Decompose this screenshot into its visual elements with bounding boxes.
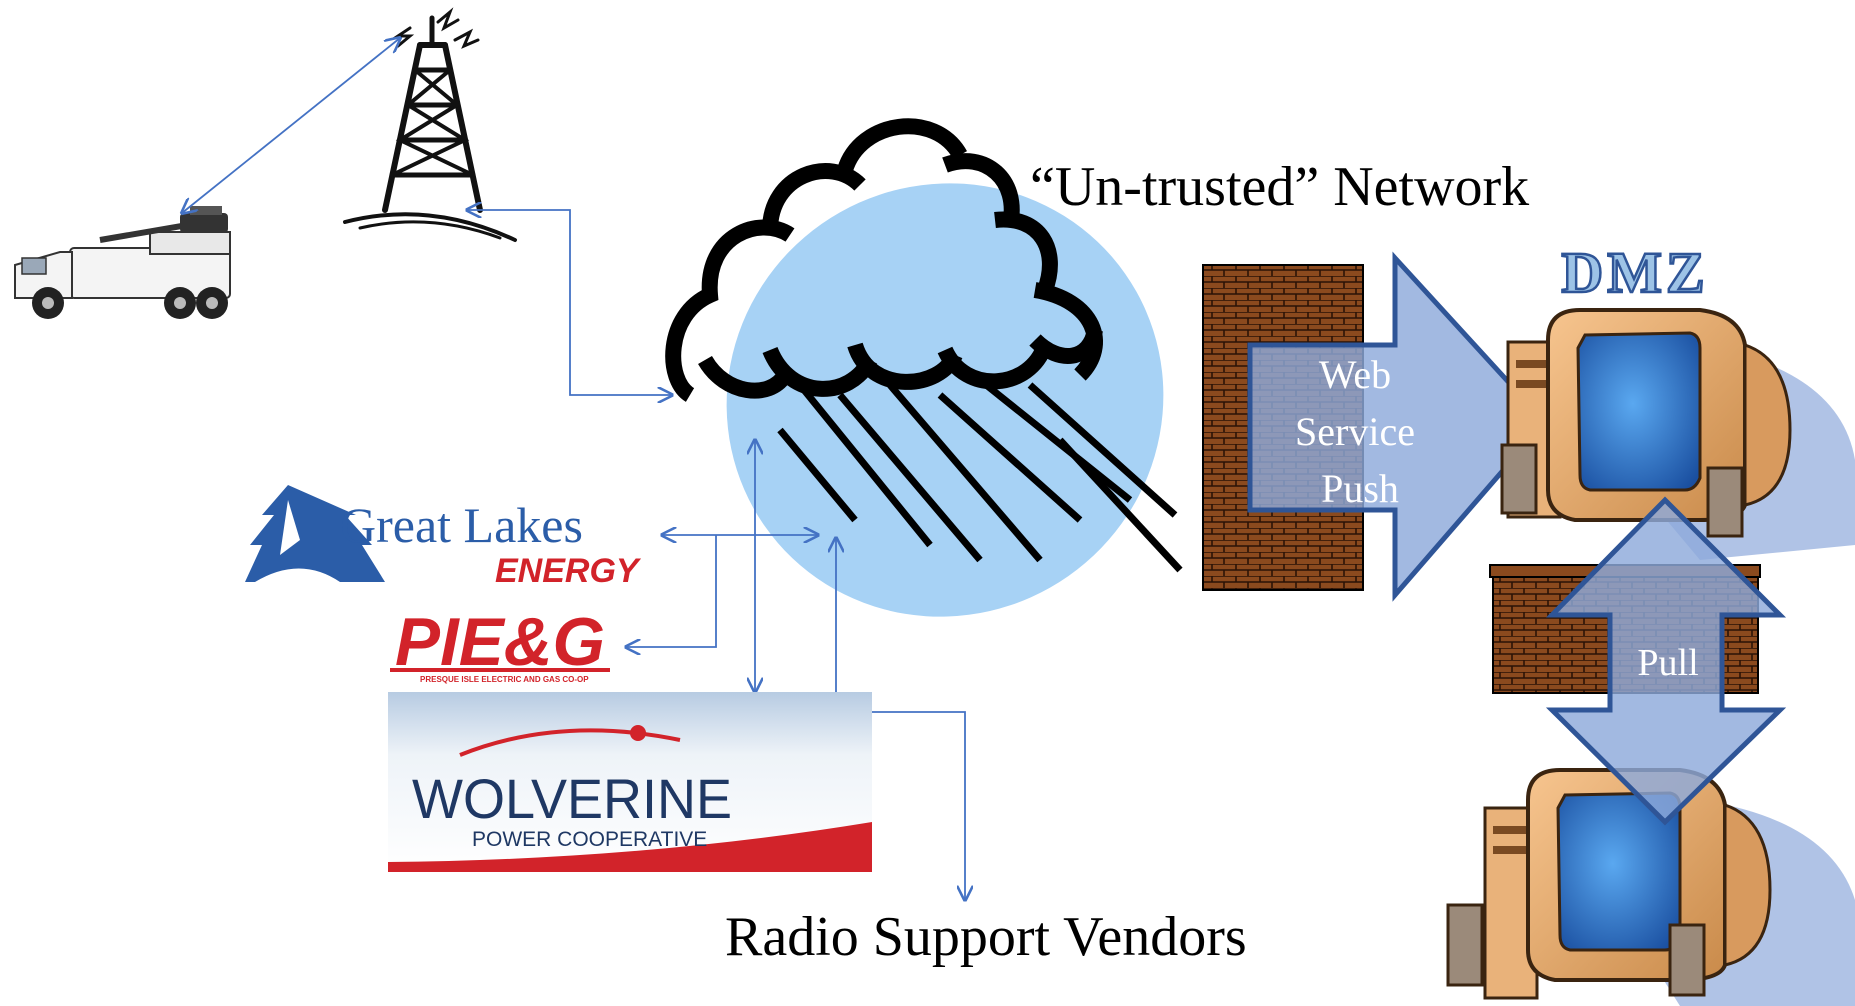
wolverine-name: WOLVERINE — [412, 767, 732, 830]
internal-computer-icon — [1446, 768, 1855, 1006]
dmz-label: DMZ — [1561, 240, 1708, 305]
vendors-link — [836, 538, 965, 900]
untrusted-network-label: “Un-trusted” Network — [1030, 156, 1529, 218]
radio-support-vendors-label: Radio Support Vendors — [725, 906, 1247, 968]
truck-tower-link — [182, 38, 400, 213]
dmz-computer-icon — [1500, 308, 1855, 560]
radio-tower-icon — [343, 7, 517, 242]
wolverine-sub: POWER COOPERATIVE — [472, 828, 707, 851]
untrusted-cloud-icon — [665, 118, 1183, 617]
tower-cloud-link — [467, 210, 672, 395]
web-service-push-arrow — [1247, 251, 1549, 602]
pieg-name: PIE&G — [395, 604, 605, 680]
great-lakes-sub: ENERGY — [495, 552, 642, 590]
utility-truck-icon — [14, 206, 231, 319]
wolverine-logo: WOLVERINE POWER COOPERATIVE — [388, 692, 872, 872]
pieg-link — [626, 535, 717, 647]
great-lakes-energy-logo: Great Lakes ENERGY — [245, 485, 642, 590]
push-label-line2: Service — [1295, 409, 1415, 454]
push-label-line3: Push — [1321, 466, 1399, 511]
pieg-logo: PIE&G PRESQUE ISLE ELECTRIC AND GAS CO-O… — [390, 604, 610, 684]
pieg-sub: PRESQUE ISLE ELECTRIC AND GAS CO-OP — [420, 675, 589, 684]
pull-label: Pull — [1637, 642, 1698, 684]
pull-arrow — [1545, 496, 1787, 826]
push-label-line1: Web — [1319, 352, 1391, 397]
svg-text:Web Service Push: Web Service Push — [1295, 352, 1425, 511]
great-lakes-name: Great Lakes — [340, 497, 583, 553]
